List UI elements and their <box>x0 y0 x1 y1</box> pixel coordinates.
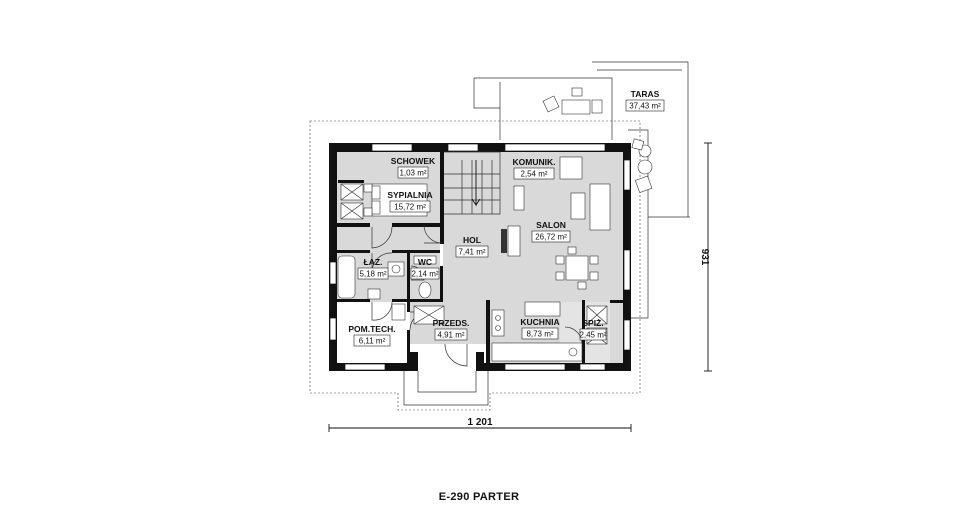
room-name-spiz: SPIŻ. <box>582 318 603 328</box>
room-label-schowek: SCHOWEK 1,03 m² <box>391 156 436 179</box>
room-area-box-taras <box>625 99 665 112</box>
room-label-kuchnia: KUCHNIA 8,73 m² <box>520 317 560 340</box>
room-name-przeds: PRZEDS. <box>433 318 470 328</box>
room-name-kuchnia: KUCHNIA <box>520 317 559 327</box>
room-area-box-laz <box>357 267 389 280</box>
room-name-taras: TARAS <box>631 89 660 99</box>
room-name-schowek: SCHOWEK <box>391 156 436 166</box>
boiler <box>391 303 406 321</box>
plan-caption: E-290 PARTER <box>438 491 520 503</box>
room-name-wc: WC <box>418 257 432 267</box>
room-name-pomtech: POM.TECH. <box>348 324 395 334</box>
room-area-taras: 37,43 m² <box>629 102 661 111</box>
room-label-komunik: KOMUNIK. 2,54 m² <box>513 157 556 180</box>
room-area-salon: 26,72 m² <box>535 233 567 242</box>
room-area-laz: 5,18 m² <box>359 270 386 279</box>
room-label-sypialnia: SYPIALNIA 15,72 m² <box>387 190 433 213</box>
room-area-box-kuchnia <box>521 327 559 340</box>
room-area-spiz: 2,45 m² <box>579 331 606 340</box>
room-area-wc: 2,14 m² <box>411 270 438 279</box>
room-name-laz: ŁAZ. <box>364 257 383 267</box>
room-label-laz: ŁAZ. 5,18 m² <box>357 257 389 280</box>
room-label-spiz: SPIŻ. 2,45 m² <box>579 318 607 341</box>
dimension-depth-label: 931 <box>699 249 710 266</box>
room-area-komunik: 2,54 m² <box>520 170 547 179</box>
terrace <box>473 61 690 319</box>
room-area-sypialnia: 15,72 m² <box>394 203 426 212</box>
bathroom-fixtures <box>337 255 437 300</box>
room-area-box-sypialnia <box>389 200 431 213</box>
room-area-box-pomtech <box>353 334 391 347</box>
staircase <box>444 151 501 215</box>
room-name-komunik: KOMUNIK. <box>513 157 556 167</box>
room-area-box-hol <box>455 245 489 258</box>
room-area-schowek: 1,03 m² <box>399 169 426 178</box>
room-labels: TARAS 37,43 m² SCHOWEK 1,03 m² KOMUNIK. 2,54 … <box>348 89 665 347</box>
entry-porch <box>417 371 477 393</box>
kitchen-units <box>491 301 583 362</box>
room-area-box-schowek <box>397 166 429 179</box>
room-area-przeds: 4,91 m² <box>437 331 464 340</box>
room-label-hol: HOL 7,41 m² <box>455 235 489 258</box>
room-area-box-wc <box>410 267 440 280</box>
room-label-wc: WC 2,14 m² <box>410 257 440 280</box>
room-area-box-spiz <box>579 328 607 341</box>
room-label-salon: SALON 26,72 m² <box>531 220 571 243</box>
room-label-taras: TARAS 37,43 m² <box>625 89 665 112</box>
living-furniture <box>501 156 611 290</box>
dimension-width: 1 201 <box>328 417 632 432</box>
room-name-sypialnia: SYPIALNIA <box>387 190 432 200</box>
room-area-box-komunik <box>513 167 555 180</box>
windows <box>329 143 631 371</box>
room-label-przeds: PRZEDS. 4,91 m² <box>433 318 470 341</box>
room-area-box-przeds <box>434 328 468 341</box>
dimension-depth: 931 <box>699 142 712 372</box>
room-area-box-salon <box>531 230 571 243</box>
room-area-pomtech: 6,11 m² <box>359 337 386 346</box>
dimension-width-label: 1 201 <box>467 417 492 428</box>
room-label-pomtech: POM.TECH. 6,11 m² <box>348 324 396 347</box>
roof-outline <box>309 120 641 411</box>
room-name-hol: HOL <box>463 235 481 245</box>
room-area-hol: 7,41 m² <box>458 248 485 257</box>
room-name-salon: SALON <box>536 220 566 230</box>
room-area-kuchnia: 8,73 m² <box>526 330 553 339</box>
